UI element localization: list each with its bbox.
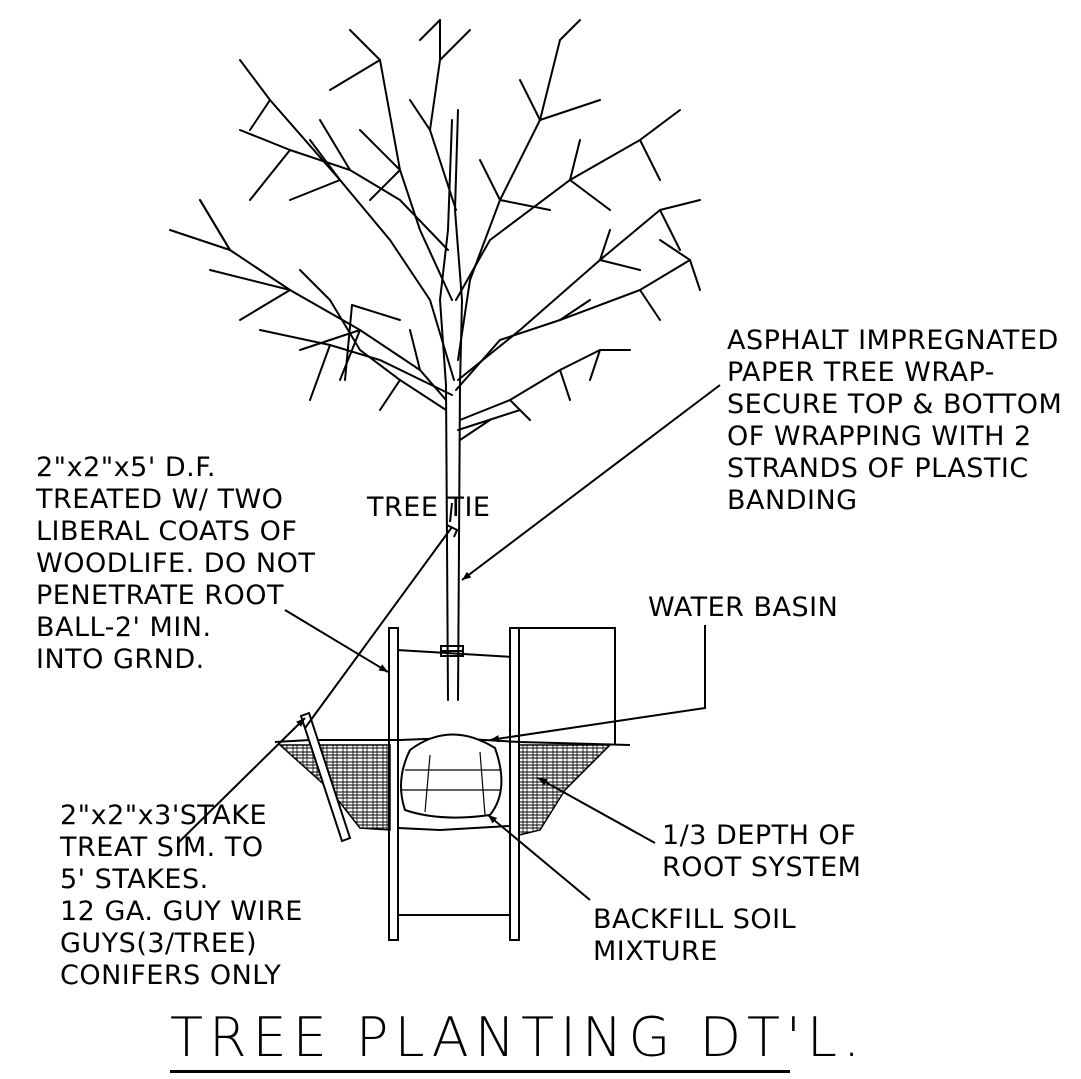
water-basin-berm bbox=[519, 627, 616, 745]
short-stake bbox=[299, 711, 352, 843]
guy-wire bbox=[304, 524, 459, 729]
leader-tree-wrap bbox=[461, 384, 721, 581]
label-backfill: BACKFILL SOIL MIXTURE bbox=[593, 904, 797, 967]
label-main-stake: 2"x2"x5' D.F. TREATED W/ TWO LIBERAL COA… bbox=[36, 452, 316, 675]
leader-root-depth bbox=[537, 777, 656, 844]
tree-tie-band bbox=[396, 645, 514, 658]
leader-water-basin bbox=[489, 625, 706, 743]
leader-tree-tie bbox=[449, 502, 453, 523]
leader-main-stake bbox=[284, 609, 389, 673]
leader-short-stake bbox=[177, 717, 306, 844]
drawing-title: TREE PLANTING DT'L. bbox=[170, 1006, 867, 1069]
main-stakes bbox=[388, 627, 520, 941]
label-tree-tie: TREE TIE bbox=[367, 492, 491, 523]
label-root-depth: 1/3 DEPTH OF ROOT SYSTEM bbox=[662, 820, 862, 883]
leader-lines bbox=[177, 384, 721, 901]
ground-line bbox=[274, 736, 631, 832]
label-short-stake: 2"x2"x3'STAKE TREAT SIM. TO 5' STAKES. 1… bbox=[60, 800, 303, 991]
tree-canopy bbox=[169, 19, 701, 701]
title-underline bbox=[170, 1070, 790, 1073]
label-water-basin: WATER BASIN bbox=[648, 592, 839, 623]
label-tree-wrap: ASPHALT IMPREGNATED PAPER TREE WRAP- SEC… bbox=[727, 325, 1063, 516]
leader-backfill bbox=[487, 814, 591, 901]
planting-pit bbox=[278, 744, 612, 836]
root-ball bbox=[400, 733, 503, 819]
